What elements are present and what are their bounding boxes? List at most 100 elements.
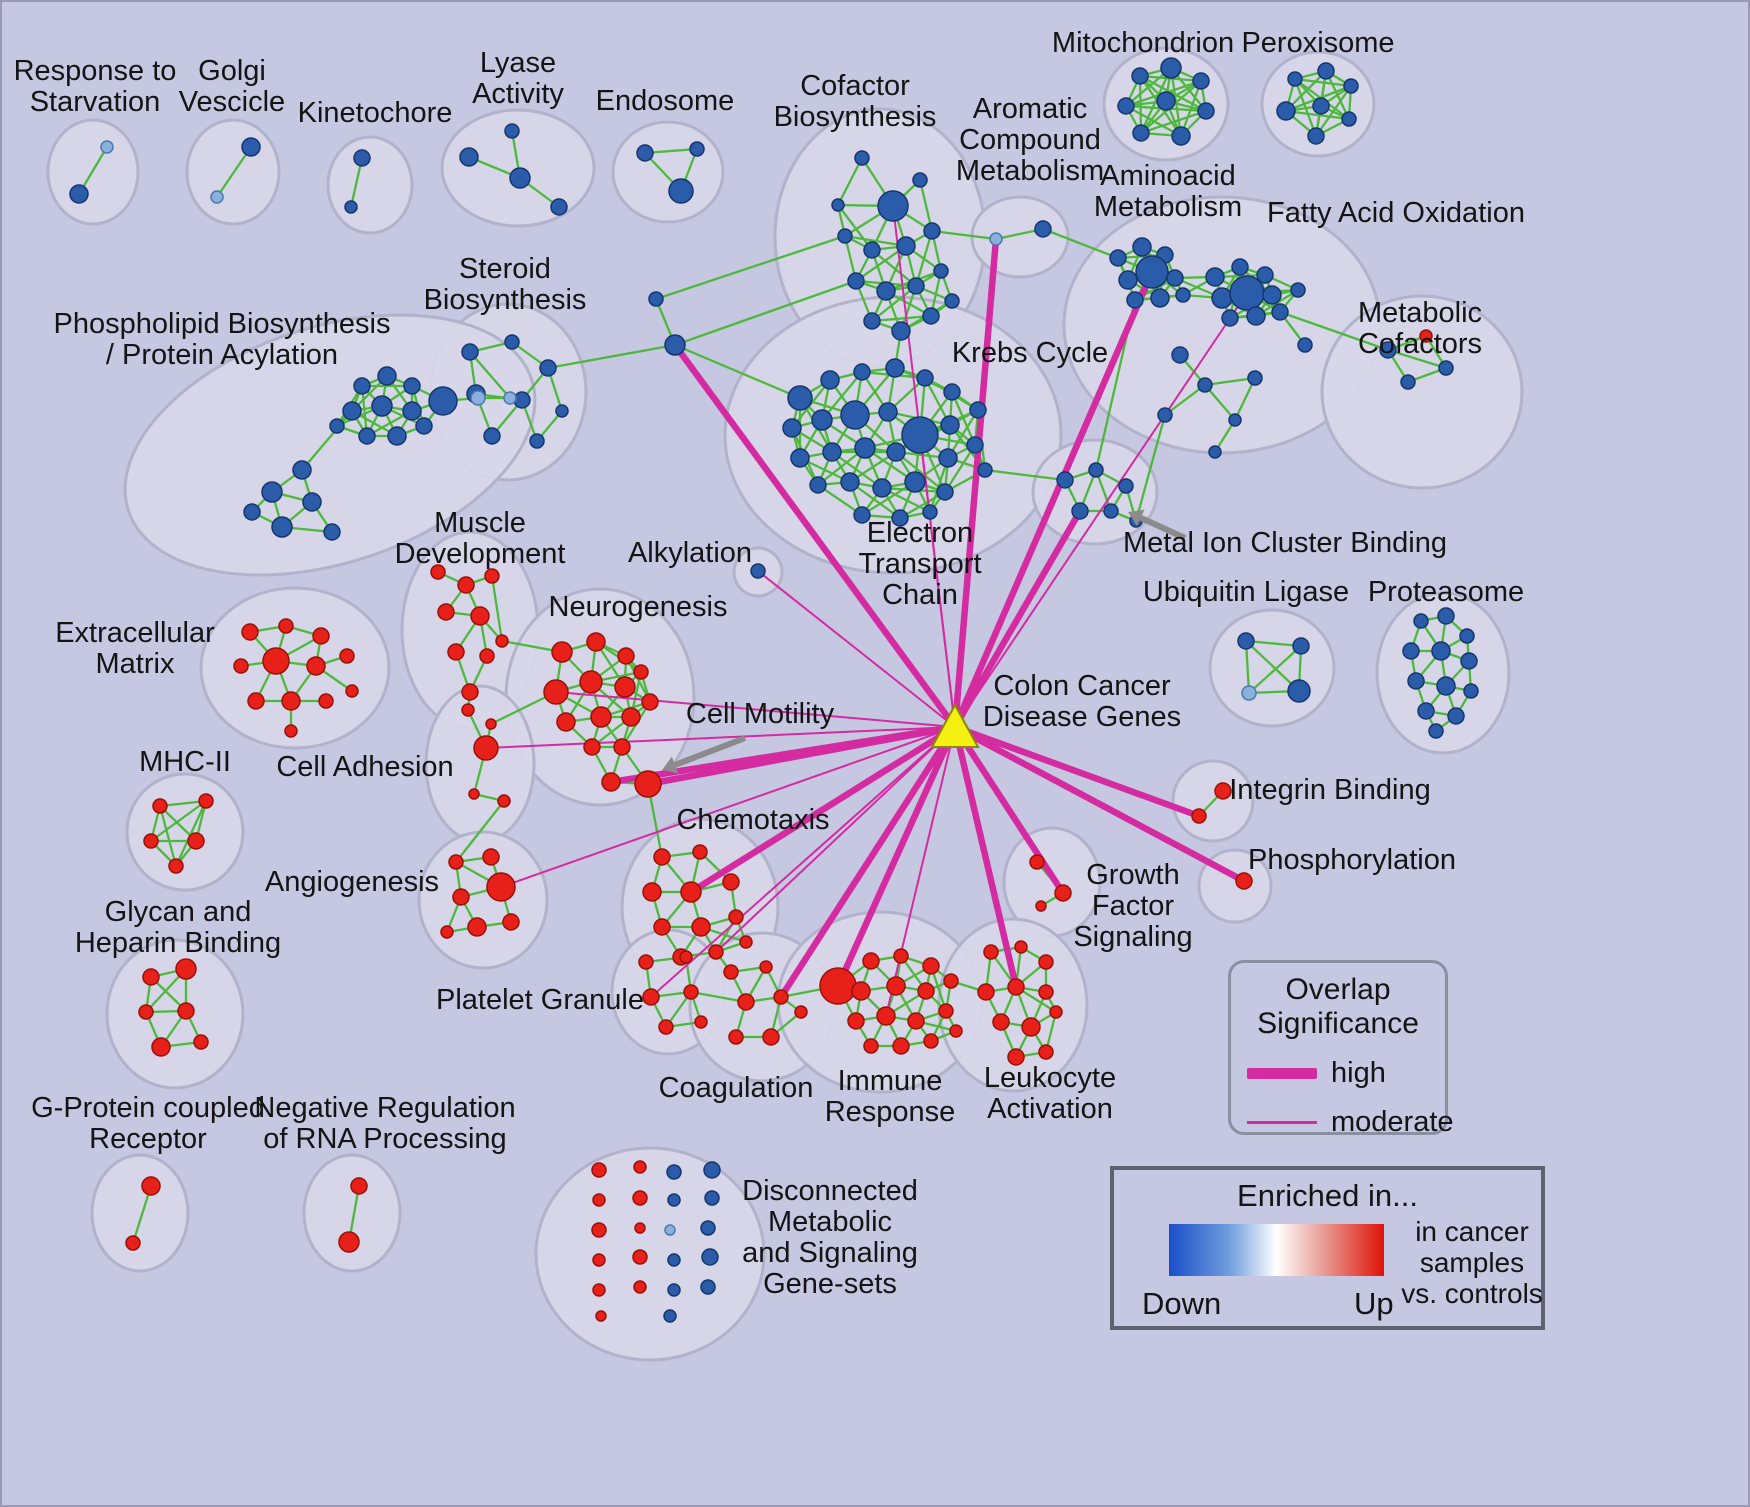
gene-set-node-immune-response [847, 1012, 865, 1030]
gene-set-node-krebs-etc [936, 483, 954, 501]
inter-cluster-edge [1134, 414, 1167, 522]
gene-set-node-immune-response [943, 973, 959, 989]
gene-set-node-peroxisome [1343, 78, 1359, 94]
cluster-ellipse-ubiquitin-ligase [1208, 608, 1336, 728]
gene-set-node-krebs-etc [966, 436, 984, 454]
gene-set-node-cofactor-biosynthesis [863, 241, 881, 259]
edge-cofactor-biosynthesis [871, 285, 917, 322]
inter-cluster-edge [547, 343, 676, 370]
gene-set-node-disconnected-gene-sets [667, 1283, 681, 1297]
gene-set-node-cofactor-biosynthesis [837, 228, 853, 244]
edge-mitochondrion [1179, 80, 1203, 137]
gene-set-node-krebs-etc [940, 415, 960, 435]
gene-set-node-coagulation [728, 1029, 744, 1045]
gene-set-node-phospholipid-protein-acylation [271, 516, 293, 538]
label-cell-adhesion: Cell Adhesion [276, 751, 453, 783]
label-alkylation: Alkylation [628, 537, 752, 569]
gene-set-node-aminoacid-fatty-acid [1208, 445, 1222, 459]
legend-side-line2: samples [1419, 1247, 1525, 1278]
legend-item-high: high [1247, 1057, 1445, 1090]
gene-set-node-cofactor-biosynthesis [944, 293, 960, 309]
label-coagulation: Coagulation [659, 1072, 814, 1104]
gene-set-node-platelet-granule [683, 984, 699, 1000]
gene-set-node-phospholipid-protein-acylation [428, 386, 458, 416]
overlap-edge-high [777, 723, 959, 1001]
gene-set-node-disconnected-gene-sets [592, 1253, 606, 1267]
edge-cofactor-biosynthesis [837, 204, 873, 251]
edge-peroxisome [1285, 109, 1350, 121]
high-significance-line-swatch [1247, 1068, 1317, 1079]
gene-set-node-endosome [636, 144, 654, 162]
cluster-ellipse-negative-regulation-rna [302, 1153, 402, 1273]
legend-overlap-title-line1: Overlap [1285, 973, 1391, 1006]
gene-set-node-phospholipid-protein-acylation [470, 390, 486, 406]
cluster-ellipse-kinetochore [326, 135, 414, 235]
edge-mhc-ii [158, 805, 178, 867]
gene-set-node-immune-response [886, 976, 906, 996]
gene-set-node-neurogenesis [641, 693, 659, 711]
gene-set-node-muscle-development [461, 683, 479, 701]
edge-cofactor-biosynthesis [914, 230, 934, 287]
gene-set-node-proteasome [1447, 707, 1465, 725]
gene-set-node-metal-ion-cluster-binding [1088, 462, 1104, 478]
gene-set-node-angiogenesis [467, 917, 487, 937]
gene-set-node-cofactor-biosynthesis [854, 150, 870, 166]
gene-set-node-aromatic-compound-metabolism [1034, 220, 1052, 238]
edge-krebs-etc [831, 451, 883, 489]
gene-set-node-krebs-etc [886, 442, 906, 462]
gene-set-node-krebs-etc [782, 418, 802, 438]
gene-set-node-cofactor-biosynthesis [877, 190, 909, 222]
gene-set-node-coagulation [762, 1028, 780, 1046]
label-mitochondrion: Mitochondrion [1052, 27, 1234, 59]
gene-set-node-phospholipid-protein-acylation [342, 401, 362, 421]
gene-set-node-phospholipid-protein-acylation [377, 366, 397, 386]
gene-set-node-chemotaxis [653, 848, 671, 866]
gene-set-node-leukocyte-activation [1021, 1017, 1041, 1037]
overlap-edge-moderate [919, 434, 956, 728]
legend-overlap-significance: Overlap Significance high moderate [1228, 960, 1454, 1138]
overlap-edge-high [951, 268, 1156, 731]
gene-set-node-proteasome [1407, 672, 1425, 690]
gene-set-node-disconnected-gene-sets [700, 1279, 716, 1295]
gene-set-node-neurogenesis [590, 706, 612, 728]
gene-set-node-leukocyte-activation [992, 1013, 1010, 1031]
gene-set-node-phospholipid-protein-acylation [358, 427, 376, 445]
metal-ion-pointer-shaft [1139, 515, 1187, 541]
gene-set-node-krebs-etc [840, 400, 870, 430]
gene-set-node-leukocyte-activation [1007, 1048, 1025, 1066]
gene-set-node-krebs-etc [811, 409, 833, 431]
gene-set-node-cofactor-biosynthesis [863, 312, 881, 330]
gene-set-node-krebs-etc [891, 509, 909, 527]
inter-cluster-edge [469, 351, 511, 399]
gene-set-node-aminoacid-fatty-acid [1157, 407, 1173, 423]
gene-set-node-platelet-granule [694, 1015, 708, 1029]
cluster-ellipse-endosome [611, 120, 725, 224]
gene-set-node-glycan-heparin-binding [142, 968, 160, 986]
gene-set-node-platelet-granule [658, 1019, 674, 1035]
gene-set-node-ubiquitin-ligase [1292, 637, 1310, 655]
gene-set-node-proteasome [1431, 641, 1451, 661]
gene-set-node-cell-adhesion [473, 735, 499, 761]
gene-set-node-mitochondrion [1197, 102, 1215, 120]
gene-set-node-immune-response [863, 1038, 879, 1054]
gene-set-node-chemotaxis [708, 944, 724, 960]
gene-set-node-krebs-etc [809, 476, 827, 494]
gene-set-node-chemotaxis [691, 917, 711, 937]
overlap-edge-moderate [715, 726, 956, 953]
label-proteasome: Proteasome [1368, 576, 1524, 608]
gene-set-node-extracellular-matrix [278, 618, 294, 634]
edge-krebs-etc [895, 451, 946, 493]
gene-set-node-leukocyte-activation [1038, 1044, 1054, 1060]
gene-set-node-disconnected-gene-sets [666, 1164, 682, 1180]
gene-set-node-phospholipid-protein-acylation [261, 481, 283, 503]
gene-set-node-phospholipid-protein-acylation [302, 492, 322, 512]
gene-set-node-peroxisome [1312, 97, 1330, 115]
gene-set-node-aminoacid-fatty-acid [1171, 346, 1189, 364]
gene-set-node-mhc-ii [152, 798, 168, 814]
gene-set-node-ubiquitin-ligase [1241, 685, 1257, 701]
gene-set-node-negative-regulation-rna [350, 1177, 368, 1195]
legend-item-moderate-label: moderate [1331, 1106, 1454, 1138]
gene-set-node-g-protein-coupled-receptor [141, 1176, 161, 1196]
